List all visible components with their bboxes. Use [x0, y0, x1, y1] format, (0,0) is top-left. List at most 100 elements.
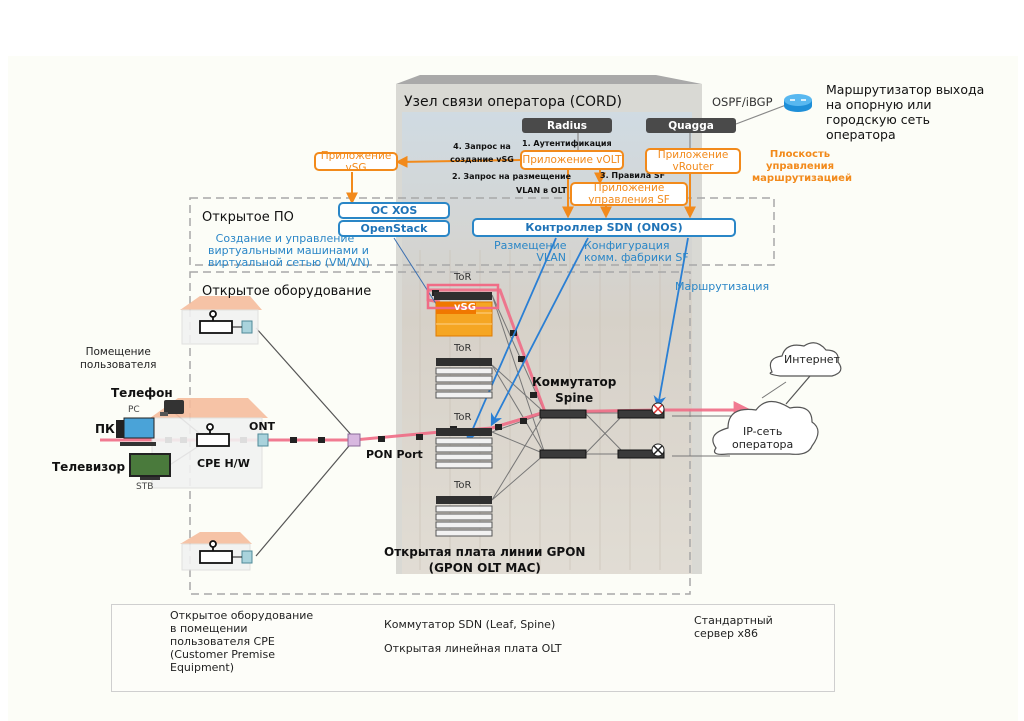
protocol-label: OSPF/iBGP — [712, 95, 773, 109]
routing-plane-line: Плоскость — [769, 149, 831, 160]
cpe-device-top — [199, 320, 233, 334]
quagga-router-link — [735, 104, 787, 125]
sf-config-label: Конфигурация комм. фабрики SF — [584, 240, 689, 264]
phone-label: Телефон — [111, 386, 173, 400]
vlan-placement-line: VLAN — [536, 251, 566, 264]
vlan-placement-line: Размещение — [494, 239, 567, 252]
vsg-app-box: Приложение vSG — [314, 150, 398, 174]
internet-cloud — [769, 342, 842, 377]
quagga-box: Quagga — [646, 118, 736, 133]
cpe-device-main — [196, 433, 230, 447]
sf-app-line: Приложение — [593, 182, 665, 194]
house-top — [180, 296, 262, 345]
pc-label: ПК — [95, 422, 115, 436]
open-hardware-title: Открытое оборудование — [202, 284, 372, 299]
step-2-label: 2. Запрос на размещение — [452, 172, 572, 181]
arrow-vlan-placement — [466, 237, 557, 443]
tor-label: ToR — [454, 343, 472, 354]
router-description-line: Маршрутизатор выхода — [826, 82, 985, 97]
phone-icon — [160, 400, 184, 416]
routing-plane-line: управления — [765, 161, 835, 172]
cpe-devices — [196, 310, 233, 564]
vm-desc-line: виртуальной сетью (VM/VN) — [208, 256, 370, 269]
tor-label: ToR — [454, 272, 472, 283]
exit-router-icon — [784, 94, 812, 112]
building-roof — [396, 75, 702, 84]
step-4-line: 4. Запрос на — [453, 142, 511, 151]
router-description-line: оператора — [826, 127, 896, 142]
ip-network-line: IP-сеть — [742, 425, 783, 438]
vrouter-app-box: Приложение vRouter — [645, 148, 741, 174]
sf-config-line: комм. фабрики SF — [584, 251, 689, 264]
orange-control-arrows — [346, 155, 696, 219]
legend-cpe-text: Открытое оборудование в помещении пользо… — [170, 609, 313, 674]
tor-rack-olt — [435, 428, 493, 469]
open-software-title: Открытое ПО — [202, 210, 294, 225]
arrow-openstack-to-vsg — [393, 237, 441, 311]
premises-line: пользователя — [80, 359, 157, 371]
pon-port-label: PON Port — [366, 448, 423, 461]
tor-rack-4 — [435, 496, 493, 537]
gpon-label-line: (GPON OLT MAC) — [428, 561, 541, 575]
legend-cpe-line: (Customer Premise — [170, 648, 275, 661]
routing-label: Маршрутизация — [675, 280, 770, 293]
gpon-card-label: Открытая плата линии GPON (GPON OLT MAC) — [384, 544, 585, 576]
router-nodes — [651, 402, 665, 457]
legend: Открытое оборудование в помещении пользо… — [111, 604, 835, 692]
leaf-switch-2 — [617, 449, 665, 459]
tor-rack-2 — [435, 358, 493, 399]
sf-app-box: Приложение управления SF — [570, 182, 688, 206]
vrouter-app-line: Приложение — [657, 149, 729, 161]
internet-link — [785, 375, 811, 405]
step-1-label: 1. Аутентификация — [522, 139, 612, 148]
step-2-label-cont: VLAN в OLT — [516, 186, 567, 195]
ip-network-label: IP-сеть оператора — [732, 425, 793, 451]
arrow-routing — [653, 237, 689, 409]
router-description-line: городскую сеть — [826, 112, 930, 127]
routing-plane-line: маршрутизацией — [752, 173, 852, 184]
premises-line: Помещение — [85, 346, 151, 358]
building-title: Узел связи оператора (CORD) — [404, 94, 623, 110]
vrouter-app-line: vRouter — [672, 161, 714, 173]
vsg-server-label: vSG — [454, 302, 476, 313]
cpe-hw-label: CPE H/W — [197, 457, 250, 470]
spine-switch-1 — [539, 409, 587, 419]
routing-plane-label: Плоскость управления маршрутизацией — [752, 149, 852, 185]
tv-label: Телевизор — [52, 460, 126, 474]
cpe-device-bottom — [199, 550, 233, 564]
pon-splitter — [347, 433, 361, 447]
router-description-line: на опорную или — [826, 97, 932, 112]
leaf-switch-1 — [617, 409, 665, 419]
legend-server-line: Стандартный — [694, 614, 773, 627]
xos-box: ОС XOS — [338, 202, 450, 219]
legend-cpe-line: Открытое оборудование — [170, 609, 314, 622]
legend-olt-card-text: Открытая линейная плата OLT — [384, 642, 562, 655]
pc-small-label: PC — [128, 405, 140, 415]
vm-desc-line: Создание и управление — [215, 232, 355, 245]
ont-label: ONT — [249, 420, 276, 433]
control-arrows-blue — [466, 237, 689, 443]
legend-cpe-line: пользователя CPE — [170, 635, 275, 648]
sdn-controller-box: Контроллер SDN (ONOS) — [472, 218, 736, 237]
step-4-label: 4. Запрос на создание vSG — [440, 140, 524, 166]
ip-network-cloud — [712, 400, 819, 455]
tv-icon — [129, 453, 171, 480]
internet-label: Интернет — [784, 353, 840, 366]
volt-app-box: Приложение vOLT — [520, 150, 624, 170]
radius-box: Radius — [522, 118, 612, 133]
arrow-sf-config — [490, 237, 589, 427]
pc-icon — [116, 417, 156, 446]
spine-label-line: Коммутатор — [532, 375, 617, 389]
open-software-region — [189, 197, 775, 266]
legend-server-line: сервер x86 — [694, 627, 759, 640]
stb-label: STB — [136, 482, 154, 492]
tor-rack-vsg — [426, 283, 500, 337]
vm-desc-line: виртуальными машинами и — [208, 244, 369, 257]
gpon-label-line: Открытая плата линии GPON — [384, 545, 586, 559]
customer-premises-label: Помещение пользователя — [80, 346, 156, 372]
router-description: Маршрутизатор выхода на опорную или горо… — [826, 82, 984, 142]
legend-cpe-line: в помещении — [170, 622, 248, 635]
legend-cpe-line: Equipment) — [170, 661, 235, 674]
openstack-box: OpenStack — [338, 220, 450, 237]
